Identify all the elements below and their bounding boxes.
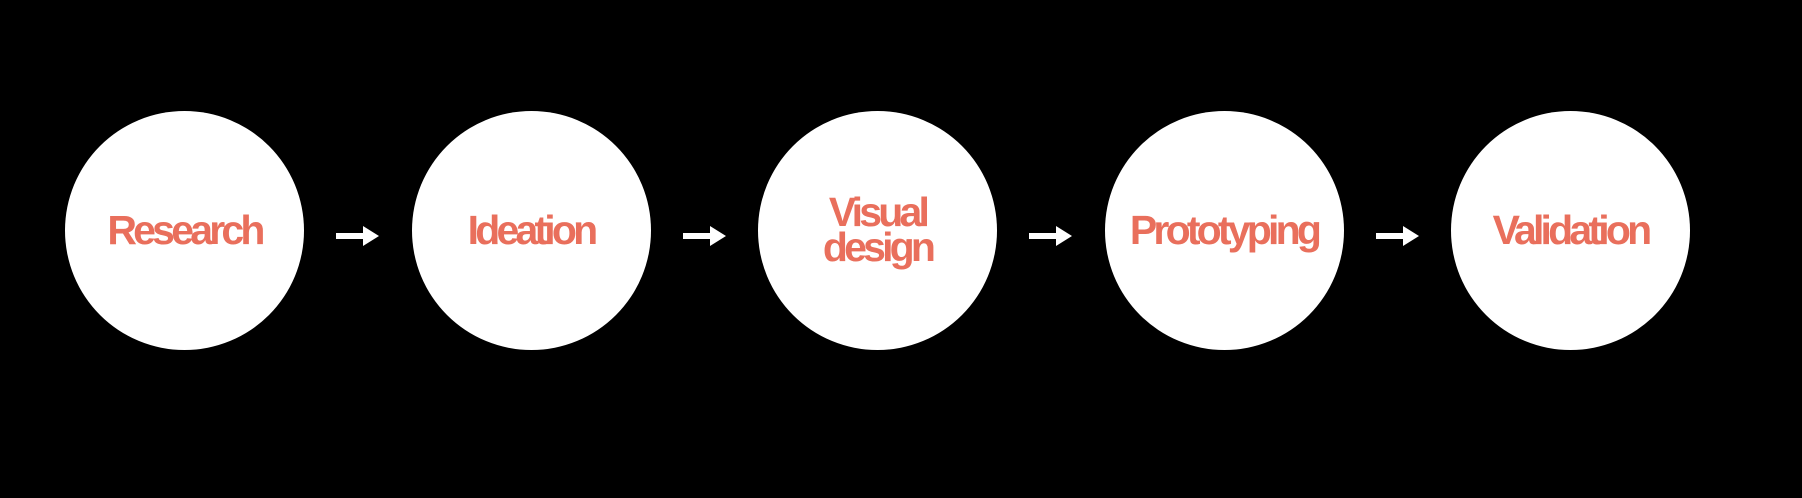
flow-node-ideation: Ideation	[411, 110, 651, 350]
right-arrow-icon	[651, 226, 759, 246]
right-arrow-icon	[997, 226, 1105, 246]
flow-node-visual-design: Visual design	[758, 110, 997, 350]
flow-row: Research Ideation Visual design Prototyp…	[65, 110, 1690, 350]
flow-node-research: Research	[65, 110, 304, 350]
flow-node-label: Ideation	[467, 206, 599, 253]
flow-node-validation: Validation	[1451, 110, 1690, 350]
right-arrow-icon	[304, 226, 412, 246]
flow-node-label: Validation	[1492, 206, 1652, 253]
flow-node-label: Research	[107, 206, 265, 253]
flow-node-label: Prototyping	[1129, 206, 1322, 253]
right-arrow-icon	[1344, 226, 1452, 246]
flow-node-prototyping: Prototyping	[1104, 110, 1344, 350]
flow-node-label: Visual design	[822, 189, 936, 270]
